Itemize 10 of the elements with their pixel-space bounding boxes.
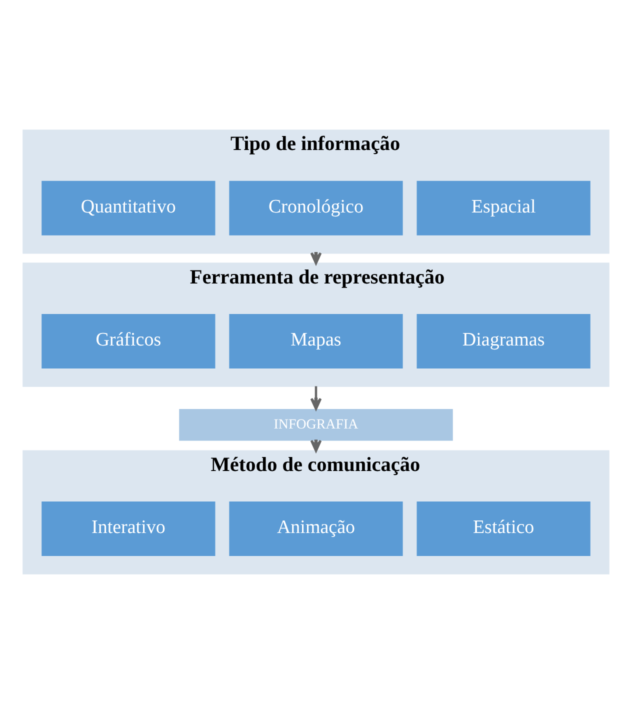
node-box: Gráficos bbox=[42, 314, 216, 368]
node-box: Espacial bbox=[416, 180, 590, 236]
node-box: Cronológico bbox=[229, 180, 403, 236]
node-box: Estático bbox=[416, 502, 590, 556]
node-box: Animação bbox=[229, 502, 403, 556]
node-box: Interativo bbox=[42, 502, 216, 556]
node-box: Quantitativo bbox=[42, 180, 216, 236]
node-box: Mapas bbox=[229, 314, 403, 368]
node-box: Diagramas bbox=[416, 314, 590, 368]
arrow bbox=[310, 386, 322, 410]
